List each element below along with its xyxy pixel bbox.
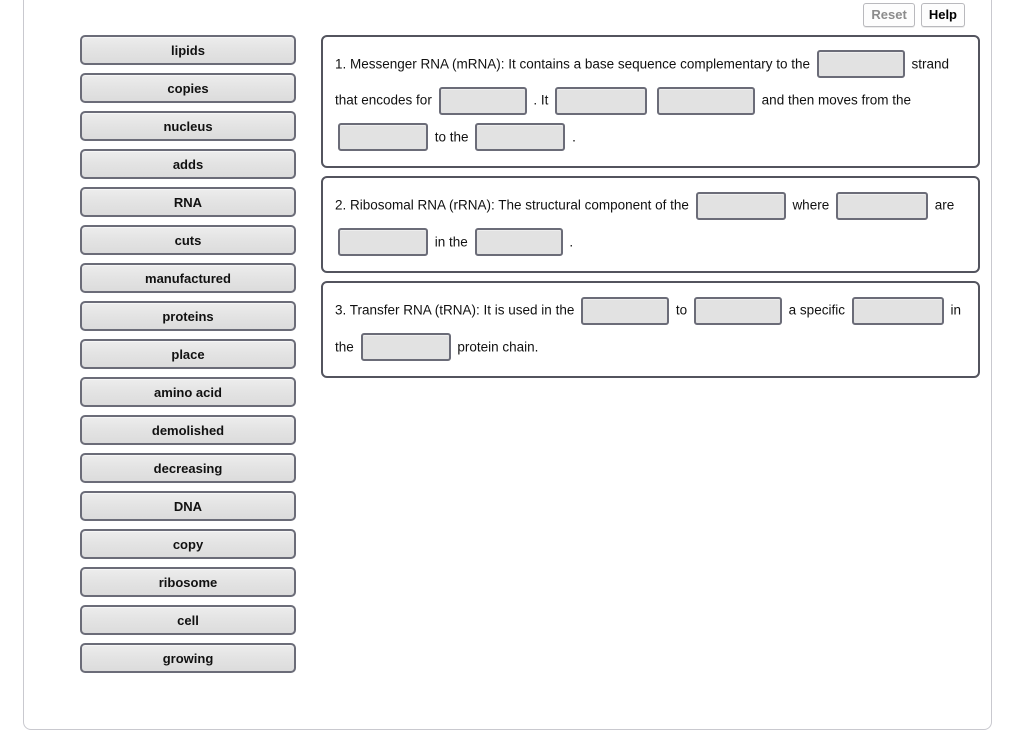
toolbar: Reset Help xyxy=(863,3,965,27)
q3-text-after-blank-1: to xyxy=(675,302,688,318)
word-tile-copy[interactable]: copy xyxy=(80,529,296,559)
q2-blank-2[interactable] xyxy=(835,191,928,220)
word-tile-amino-acid[interactable]: amino acid xyxy=(80,377,296,407)
question-panel-3: 3. Transfer RNA (tRNA): It is used in th… xyxy=(321,281,980,379)
q3-blank-4[interactable] xyxy=(360,333,451,362)
q2-blank-4[interactable] xyxy=(474,228,563,257)
q2-lead-text: 2. Ribosomal RNA (rRNA): The structural … xyxy=(335,197,689,213)
q2-blank-1[interactable] xyxy=(695,191,786,220)
q1-blank-4[interactable] xyxy=(656,86,755,115)
q3-text-after-blank-3: in the xyxy=(335,302,961,355)
word-tile-demolished[interactable]: demolished xyxy=(80,415,296,445)
activity-frame: Reset Help lipids copies nucleus adds RN… xyxy=(23,0,992,730)
reset-button[interactable]: Reset xyxy=(863,3,915,27)
q1-text-after-blank-2: . It xyxy=(533,92,549,108)
word-tile-dna[interactable]: DNA xyxy=(80,491,296,521)
q3-blank-3[interactable] xyxy=(851,296,944,325)
question-2-text: 2. Ribosomal RNA (rRNA): The structural … xyxy=(335,187,966,260)
q1-lead-text: 1. Messenger RNA (mRNA): It contains a b… xyxy=(335,56,810,72)
word-tile-decreasing[interactable]: decreasing xyxy=(80,453,296,483)
word-tile-growing[interactable]: growing xyxy=(80,643,296,673)
q1-blank-3[interactable] xyxy=(555,86,648,115)
q1-blank-2[interactable] xyxy=(438,86,527,115)
question-1-text: 1. Messenger RNA (mRNA): It contains a b… xyxy=(335,46,966,155)
q2-text-end: . xyxy=(569,234,574,250)
word-tile-copies[interactable]: copies xyxy=(80,73,296,103)
word-tile-nucleus[interactable]: nucleus xyxy=(80,111,296,141)
word-tile-manufactured[interactable]: manufactured xyxy=(80,263,296,293)
question-3-text: 3. Transfer RNA (tRNA): It is used in th… xyxy=(335,292,966,365)
q1-text-segment-2: that encodes for xyxy=(335,92,432,108)
q1-text-end: . xyxy=(572,129,576,145)
word-tile-proteins[interactable]: proteins xyxy=(80,301,296,331)
q1-blank-5[interactable] xyxy=(338,123,428,152)
question-panel-1: 1. Messenger RNA (mRNA): It contains a b… xyxy=(321,35,980,169)
word-bank: lipids copies nucleus adds RNA cuts manu… xyxy=(80,35,296,681)
q1-blank-1[interactable] xyxy=(816,50,905,79)
q1-text-after-blank-4: and then moves from the xyxy=(761,92,912,108)
q3-blank-2[interactable] xyxy=(693,296,782,325)
word-tile-rna[interactable]: RNA xyxy=(80,187,296,217)
word-tile-cell[interactable]: cell xyxy=(80,605,296,635)
q3-lead-text: 3. Transfer RNA (tRNA): It is used in th… xyxy=(335,302,575,318)
word-tile-ribosome[interactable]: ribosome xyxy=(80,567,296,597)
word-tile-lipids[interactable]: lipids xyxy=(80,35,296,65)
question-list: 1. Messenger RNA (mRNA): It contains a b… xyxy=(321,35,980,386)
question-panel-2: 2. Ribosomal RNA (rRNA): The structural … xyxy=(321,176,980,274)
q2-text-after-blank-3: in the xyxy=(434,234,468,250)
q3-text-end: protein chain. xyxy=(457,339,539,355)
q1-text-after-blank-5: to the xyxy=(434,129,469,145)
word-tile-cuts[interactable]: cuts xyxy=(80,225,296,255)
help-button[interactable]: Help xyxy=(920,3,965,27)
q2-text-after-blank-1: where xyxy=(792,197,830,213)
word-tile-place[interactable]: place xyxy=(80,339,296,369)
q3-blank-1[interactable] xyxy=(581,296,670,325)
word-tile-adds[interactable]: adds xyxy=(80,149,296,179)
q1-text-after-blank-1: strand xyxy=(911,56,950,72)
q3-text-after-blank-2: a specific xyxy=(788,302,845,318)
q2-blank-3[interactable] xyxy=(338,228,428,257)
q1-blank-6[interactable] xyxy=(475,123,566,152)
q2-text-after-blank-2: are xyxy=(934,197,955,213)
